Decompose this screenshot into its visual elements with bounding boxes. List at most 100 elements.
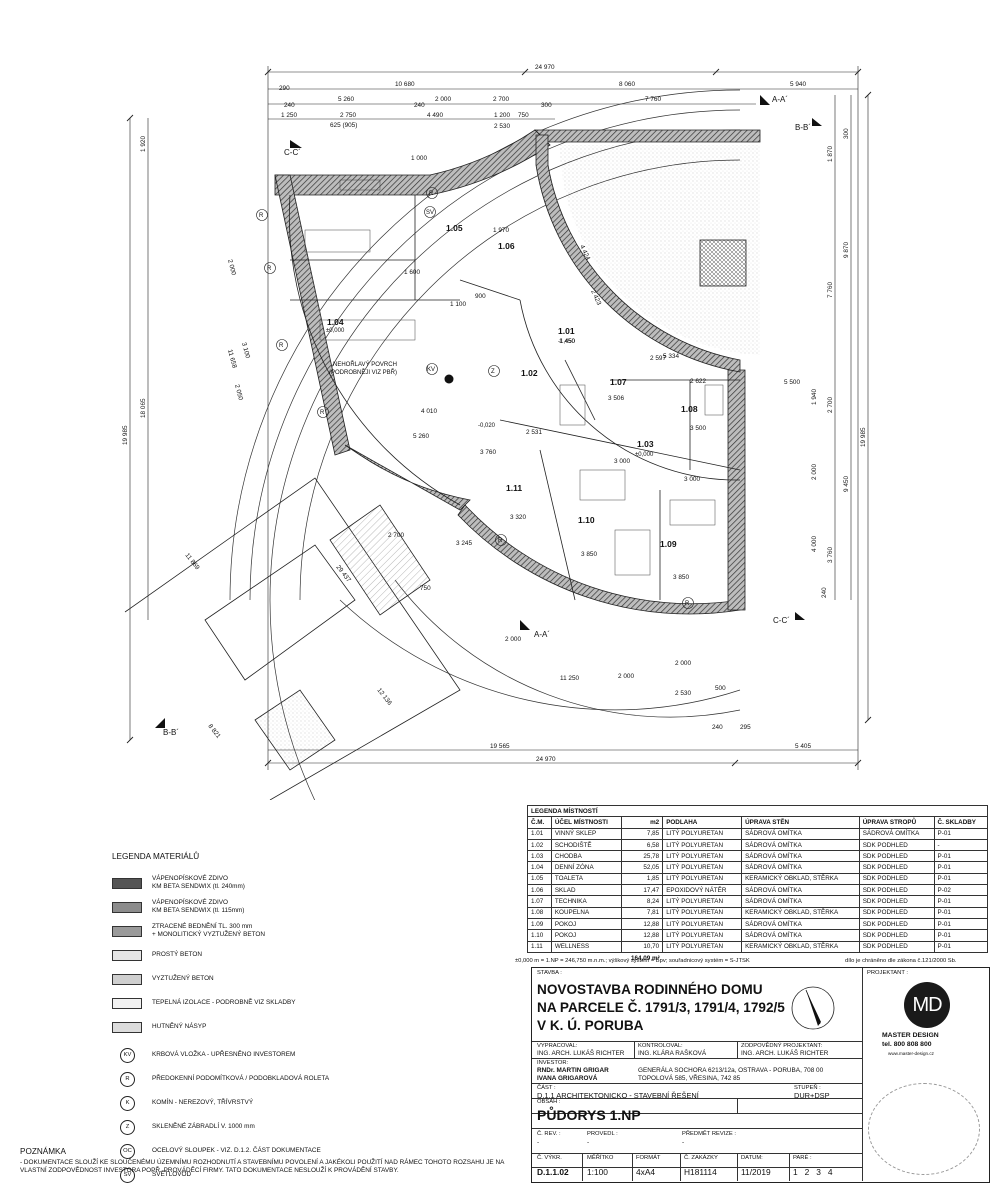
room-legend-cell: 1.02 — [527, 838, 552, 852]
room-legend-cell: DENNÍ ZÓNA — [550, 861, 623, 874]
dim-2597: 2 597 — [650, 355, 666, 362]
material-swatch — [112, 901, 142, 913]
room-legend-cell: 1.05 — [527, 872, 552, 886]
room-1-01: 1.01 — [558, 326, 575, 336]
note-body: - DOKUMENTACE SLOUŽÍ KE SLOUČENÉMU ÚZEMN… — [20, 1159, 504, 1175]
dim-arc-11250: 11 250 — [560, 675, 580, 682]
room-legend-cell: 7,81 — [621, 906, 664, 919]
dim-arc-2000d: 2 000 — [226, 259, 237, 277]
dim-left-inner: 18 065 — [140, 398, 147, 418]
dimension-ticks — [126, 68, 872, 767]
roller-symbol-6: R — [498, 538, 503, 544]
tb-rev: - — [537, 1139, 540, 1146]
room-legend-cell: SÁDROVÁ OMÍTKA — [741, 861, 860, 874]
dimension-texts: 24 970 10 680 8 060 5 940 290 5 260 2 00… — [279, 64, 811, 763]
tb-format: 4xA4 — [636, 1167, 656, 1177]
dim-2750: 2 750 — [340, 112, 356, 119]
material-swatch — [112, 925, 142, 937]
dim-7760: 7 760 — [645, 96, 661, 103]
room-legend-cell: P-01 — [933, 917, 989, 931]
dim-240a: 240 — [284, 102, 295, 109]
tb-obsah: PŮDORYS 1.NP — [537, 1107, 641, 1123]
room-legend-cell: 52,05 — [621, 861, 664, 874]
dim-5260: 5 260 — [338, 96, 354, 103]
room-legend-cell: LITÝ POLYURETAN — [662, 929, 743, 942]
dim-750-inner: 750 — [420, 585, 431, 592]
dim-top-c: 5 940 — [790, 81, 806, 88]
tb-datum-label: DATUM: — [741, 1155, 763, 1161]
material-label: HUTNĚNÝ NÁSYP — [152, 1023, 207, 1030]
dim-3245: 3 245 — [456, 540, 472, 547]
section-aa2-label: A-A´ — [534, 630, 550, 639]
symbol-circle-icon: R — [120, 1071, 135, 1087]
section-bb-label: B-B´ — [795, 123, 811, 132]
room-legend-cell: KOUPELNA — [550, 906, 623, 919]
room-legend-cell: SDK PODHLED — [858, 884, 935, 897]
symbol-label: SVĚTLOVOD — [152, 1171, 192, 1178]
room-legend-cell: SDK PODHLED — [858, 929, 935, 942]
room-legend-cell: P-02 — [933, 884, 989, 897]
room-legend-cell: SÁDROVÁ OMÍTKA — [741, 850, 860, 863]
dim-1600: 1 600 — [404, 269, 420, 276]
room-legend-cell: WELLNESS — [550, 940, 623, 953]
room-legend-cell: P-01 — [933, 872, 989, 886]
symbol-circle-icon: K — [120, 1095, 135, 1111]
material-legend-title: LEGENDA MATERIÁLŮ — [112, 852, 200, 861]
col-purpose: ÚČEL MÍSTNOSTI — [550, 816, 623, 829]
dim-2700-inner: 2 700 — [388, 532, 404, 539]
room-legend-cell: SÁDROVÁ OMÍTKA — [741, 917, 860, 931]
tb-projektant-label: PROJEKTANT : — [867, 970, 909, 976]
dim-5334: 5 334 — [663, 353, 679, 360]
dim-arc-8821: 8 821 — [206, 723, 222, 740]
dim-bottom-295: 295 — [740, 724, 751, 731]
dim-3760: 3 760 — [480, 449, 496, 456]
pool-area — [124, 477, 461, 800]
dim-right-9450: 9 450 — [843, 476, 850, 492]
tb-stavba-line3: V K. Ú. PORUBA — [537, 1018, 644, 1033]
skylight-symbol: SV — [426, 210, 434, 216]
dim-1250: 1 250 — [281, 112, 297, 119]
dim-4490: 4 490 — [427, 112, 443, 119]
material-legend: LEGENDA MATERIÁLŮ VÁPENOPÍSKOVÉ ZDIVO KM… — [112, 852, 492, 1187]
room-legend-cell: EPOXIDOVÝ NÁTĚR — [662, 884, 743, 897]
note-title: POZNÁMKA — [20, 1147, 66, 1156]
room-1-03: 1.03 — [637, 439, 654, 449]
dim-3850a: 3 850 — [581, 551, 597, 558]
room-legend-cell: P-01 — [933, 895, 989, 908]
tb-stavba-label: STAVBA : — [537, 970, 562, 976]
company-web: www.master-design.cz — [888, 1051, 934, 1056]
dim-3500: 3 500 — [690, 425, 706, 432]
dim-3506: 3 506 — [608, 395, 624, 402]
tb-vypracoval-label: VYPRACOVAL: — [537, 1043, 578, 1049]
room-legend-cell: LITÝ POLYURETAN — [662, 906, 743, 919]
symbol-circle-icon: KV — [120, 1047, 135, 1063]
room-1-10: 1.10 — [578, 515, 595, 525]
symbol-label: OCELOVÝ SLOUPEK - VIZ. D.1.2. ČÁST DOKUM… — [152, 1147, 321, 1154]
room-1-03-level: ±0,000 — [635, 452, 654, 458]
symbol-circle-icon: OC — [120, 1143, 135, 1159]
roller-symbol-5: R — [429, 191, 434, 197]
room-1-09: 1.09 — [660, 539, 677, 549]
dim-right-300: 300 — [843, 128, 850, 139]
tb-provedl-label: PROVEDL : — [587, 1131, 618, 1137]
roller-symbol: R — [259, 213, 264, 219]
dim-4010: 4 010 — [421, 408, 437, 415]
room-legend-cell: SDK PODHLED — [858, 906, 935, 919]
tb-kontroloval-label: KONTROLOVAL: — [638, 1043, 683, 1049]
dim-left-total: 19 985 — [122, 425, 129, 445]
room-legend-cell: SDK PODHLED — [858, 838, 935, 852]
room-labels: 1.01 -1,450 1.02 1.03 ±0,000 1.04 ±0,000… — [326, 223, 698, 549]
room-legend-cell: CHODBA — [550, 850, 623, 863]
dim-right-1870: 1 870 — [827, 146, 834, 162]
dim-arc-3100: 3 100 — [240, 342, 251, 360]
tb-datum: 11/2019 — [741, 1167, 771, 1177]
room-legend-cell: LITÝ POLYURETAN — [662, 850, 743, 863]
dim-2622: 2 622 — [690, 378, 706, 385]
dim-3000a: 3 000 — [614, 458, 630, 465]
tb-stavba-line1: NOVOSTAVBA RODINNÉHO DOMU — [537, 982, 763, 997]
